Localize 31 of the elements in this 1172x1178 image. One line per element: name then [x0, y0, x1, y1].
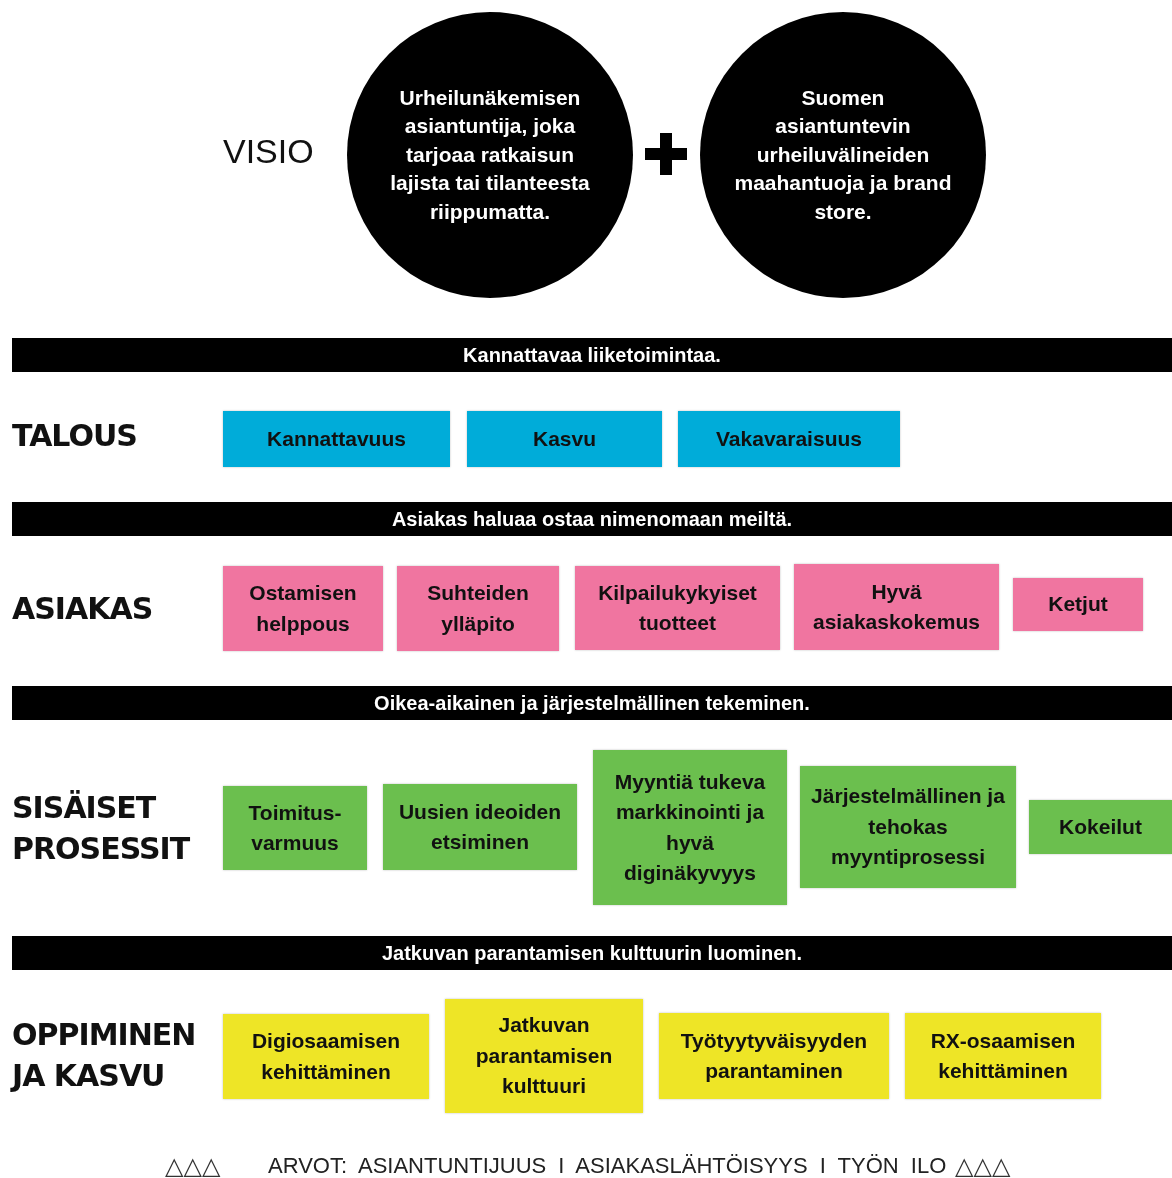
section-title: TALOUS	[12, 417, 138, 455]
heading-band: Jatkuvan parantamisen kulttuurin luominen.	[12, 936, 1172, 970]
values-text: ARVOT: ASIANTUNTIJUUS I ASIAKASLÄHTÖISYYS I TYÖN ILO	[268, 1153, 948, 1178]
section-title: OPPIMINEN JA KASVU	[12, 1016, 197, 1095]
goal-box: Kilpailukykyiset tuotteet	[575, 566, 780, 650]
heading-band: Kannattavaa liiketoimintaa.	[12, 338, 1172, 372]
goal-box: Uusien ideoiden etsiminen	[383, 784, 577, 870]
goal-box: Työtyytyväisyyden parantaminen	[659, 1013, 889, 1099]
goal-box: Digiosaamisen kehittäminen	[223, 1014, 429, 1099]
goal-box: Ostamisen helppous	[223, 566, 383, 651]
goal-box: Vakavaraisuus	[678, 411, 900, 467]
section-title: VISIO	[223, 132, 315, 171]
section-title: ASIAKAS	[12, 590, 154, 628]
goal-box: Kasvu	[467, 411, 662, 467]
goal-box: Toimitus-varmuus	[223, 786, 367, 870]
goal-box: Kannattavuus	[223, 411, 450, 467]
goal-box: Hyvä asiakaskokemus	[794, 564, 999, 650]
vision-circle: Suomen asiantuntevin urheiluvälineiden maahantuoja ja brand store.	[700, 12, 986, 298]
goal-box: Myyntiä tukeva markkinointi ja hyvä diginäkyvyys	[593, 750, 787, 905]
goal-box: Ketjut	[1013, 578, 1143, 631]
triangle-symbols: △△△	[165, 1152, 222, 1178]
heading-band: Oikea-aikainen ja järjestelmällinen tekeminen.	[12, 686, 1172, 720]
goal-box: Jatkuvan parantamisen kulttuuri	[445, 999, 643, 1113]
heading-band: Asiakas haluaa ostaa nimenomaan meiltä.	[12, 502, 1172, 536]
goal-box: RX-osaamisen kehittäminen	[905, 1013, 1101, 1099]
goal-box: Suhteiden ylläpito	[397, 566, 559, 651]
triangle-symbols: △△△	[955, 1152, 1012, 1178]
goal-box: Kokeilut	[1029, 800, 1172, 854]
goal-box: Järjestelmällinen ja tehokas myyntiprosessi	[800, 766, 1016, 888]
vision-circle: Urheilunäkemisen asiantuntija, joka tarjoaa ratkaisun lajista tai tilanteesta riippumatta.	[347, 12, 633, 298]
section-title: SISÄISET PROSESSIT	[12, 789, 191, 868]
